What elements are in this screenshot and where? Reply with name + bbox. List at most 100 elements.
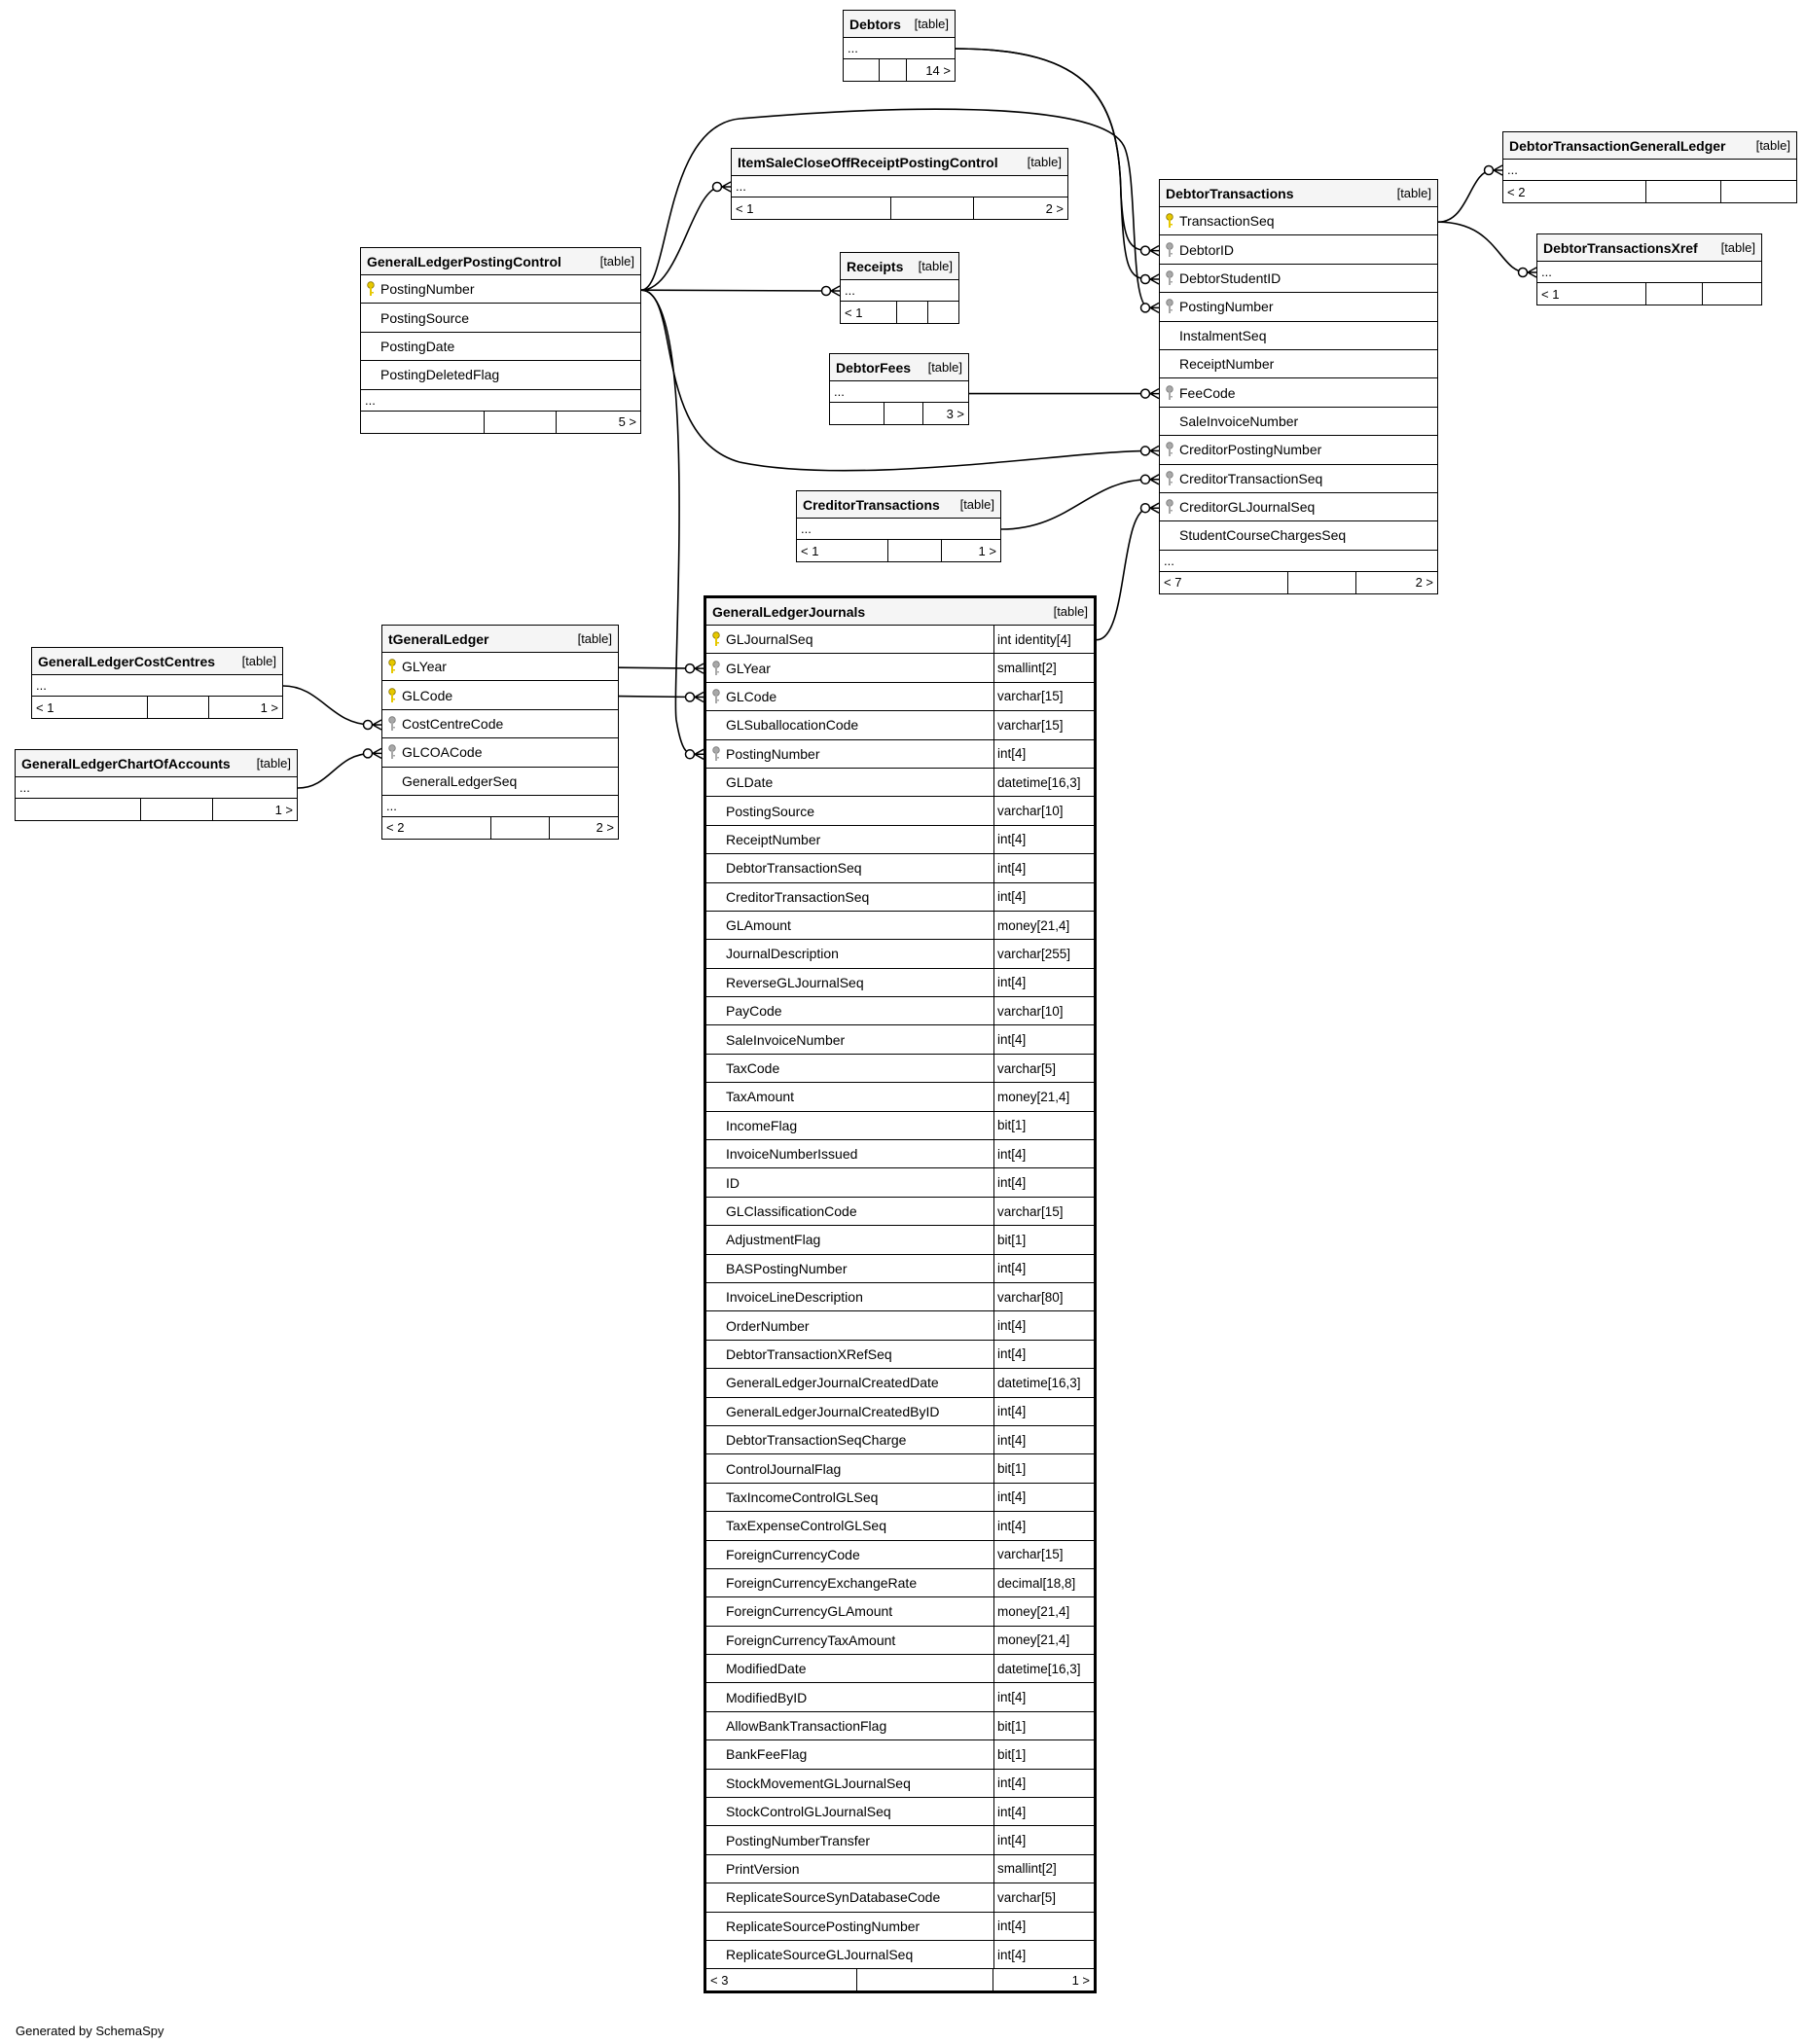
column-name[interactable]: ReplicateSourcePostingNumber xyxy=(726,1918,921,1934)
column-row[interactable]: GeneralLedgerSeq xyxy=(382,768,618,796)
column-row[interactable]: CostCentreCode xyxy=(382,710,618,739)
column-name[interactable]: GLDate xyxy=(726,774,774,791)
column-name[interactable]: GLCode xyxy=(402,687,453,703)
parents-count[interactable] xyxy=(844,59,881,81)
children-count[interactable]: 3 > xyxy=(946,406,964,421)
children-count[interactable]: 14 > xyxy=(925,62,951,78)
column-name[interactable]: DebtorTransactionSeq xyxy=(726,860,862,877)
children-count[interactable] xyxy=(928,302,959,323)
column-name[interactable]: TaxAmount xyxy=(726,1089,795,1105)
table-debtor-transactions-xref[interactable]: DebtorTransactionsXref[table]...< 1 xyxy=(1536,233,1762,305)
children-count[interactable] xyxy=(1703,283,1761,305)
column-name[interactable]: CostCentreCode xyxy=(402,715,504,732)
column-name[interactable]: GLSuballocationCode xyxy=(726,717,859,734)
column-name[interactable]: SaleInvoiceNumber xyxy=(726,1031,846,1048)
children-count[interactable]: 2 > xyxy=(1045,200,1065,216)
table-name[interactable]: GeneralLedgerCostCentres xyxy=(38,653,216,669)
table-header[interactable]: DebtorTransactionsXref[table] xyxy=(1537,234,1761,262)
column-row[interactable]: CreditorPostingNumber xyxy=(1160,436,1437,465)
table-name[interactable]: ItemSaleCloseOffReceiptPostingControl xyxy=(738,154,998,170)
children-count[interactable]: 1 > xyxy=(1071,1972,1090,1988)
column-name[interactable]: ReplicateSourceGLJournalSeq xyxy=(726,1947,914,1963)
more-columns-ellipsis[interactable]: ... xyxy=(732,176,1067,197)
parents-count[interactable]: < 1 xyxy=(1537,283,1646,305)
table-name[interactable]: DebtorFees xyxy=(836,359,912,376)
column-name[interactable]: ReceiptNumber xyxy=(1179,356,1275,373)
column-name[interactable]: AllowBankTransactionFlag xyxy=(726,1718,887,1735)
column-name[interactable]: PostingDeletedFlag xyxy=(380,367,500,383)
table-receipts[interactable]: Receipts[table]...< 1 xyxy=(840,252,959,324)
column-row[interactable]: PostingSource xyxy=(361,304,640,333)
column-name[interactable]: ControlJournalFlag xyxy=(726,1460,842,1477)
table-header[interactable]: GeneralLedgerCostCentres[table] xyxy=(32,648,282,675)
column-name[interactable]: ReceiptNumber xyxy=(726,831,821,847)
column-name[interactable]: ID xyxy=(726,1174,740,1191)
parents-count[interactable] xyxy=(16,799,142,820)
column-name[interactable]: TransactionSeq xyxy=(1179,213,1275,230)
column-name[interactable]: GLCOACode xyxy=(402,744,483,761)
column-row[interactable]: ReceiptNumber xyxy=(1160,350,1437,379)
column-row[interactable]: PostingDeletedFlag xyxy=(361,361,640,390)
column-name[interactable]: PrintVersion xyxy=(726,1860,800,1877)
column-name[interactable]: ForeignCurrencyGLAmount xyxy=(726,1603,893,1620)
more-columns-ellipsis[interactable]: ... xyxy=(841,280,958,302)
table-header[interactable]: GeneralLedgerJournals[table] xyxy=(706,598,1094,626)
column-row[interactable]: GLCode xyxy=(382,681,618,710)
column-name[interactable]: StudentCourseChargesSeq xyxy=(1179,527,1347,544)
table-name[interactable]: Debtors xyxy=(849,16,901,32)
column-name[interactable]: SaleInvoiceNumber xyxy=(1179,412,1299,429)
column-name[interactable]: ForeignCurrencyExchangeRate xyxy=(726,1575,918,1592)
column-name[interactable]: StockMovementGLJournalSeq xyxy=(726,1775,911,1791)
table-header[interactable]: GeneralLedgerChartOfAccounts[table] xyxy=(16,750,297,777)
column-name[interactable]: PostingNumber xyxy=(726,745,820,762)
table-name[interactable]: Receipts xyxy=(847,258,904,274)
column-name[interactable]: PostingSource xyxy=(726,803,815,819)
parents-count[interactable]: < 1 xyxy=(32,697,149,718)
table-general-ledger-chart-of-accounts[interactable]: GeneralLedgerChartOfAccounts[table]...1 … xyxy=(15,749,298,821)
parents-count[interactable] xyxy=(361,411,486,433)
table-name[interactable]: GeneralLedgerPostingControl xyxy=(367,253,561,269)
column-name[interactable]: JournalDescription xyxy=(726,946,839,962)
column-name[interactable]: BankFeeFlag xyxy=(726,1746,808,1763)
column-name[interactable]: PostingDate xyxy=(380,338,455,354)
more-columns-ellipsis[interactable]: ... xyxy=(16,777,297,799)
column-name[interactable]: GLAmount xyxy=(726,917,791,934)
column-name[interactable]: GeneralLedgerJournalCreatedByID xyxy=(726,1403,940,1419)
column-name[interactable]: TaxExpenseControlGLSeq xyxy=(726,1518,886,1534)
column-name[interactable]: DebtorID xyxy=(1179,241,1235,258)
table-header[interactable]: Receipts[table] xyxy=(841,253,958,280)
parents-count[interactable]: < 1 xyxy=(732,197,892,219)
column-row[interactable]: FeeCode xyxy=(1160,378,1437,408)
parents-count[interactable]: < 1 xyxy=(797,540,889,561)
column-name[interactable]: GeneralLedgerSeq xyxy=(402,772,518,789)
table-name[interactable]: GeneralLedgerChartOfAccounts xyxy=(21,755,231,771)
more-columns-ellipsis[interactable]: ... xyxy=(830,381,968,403)
column-row[interactable]: GLYear xyxy=(382,653,618,682)
more-columns-ellipsis[interactable]: ... xyxy=(32,675,282,697)
table-name[interactable]: DebtorTransactionGeneralLedger xyxy=(1509,137,1726,154)
